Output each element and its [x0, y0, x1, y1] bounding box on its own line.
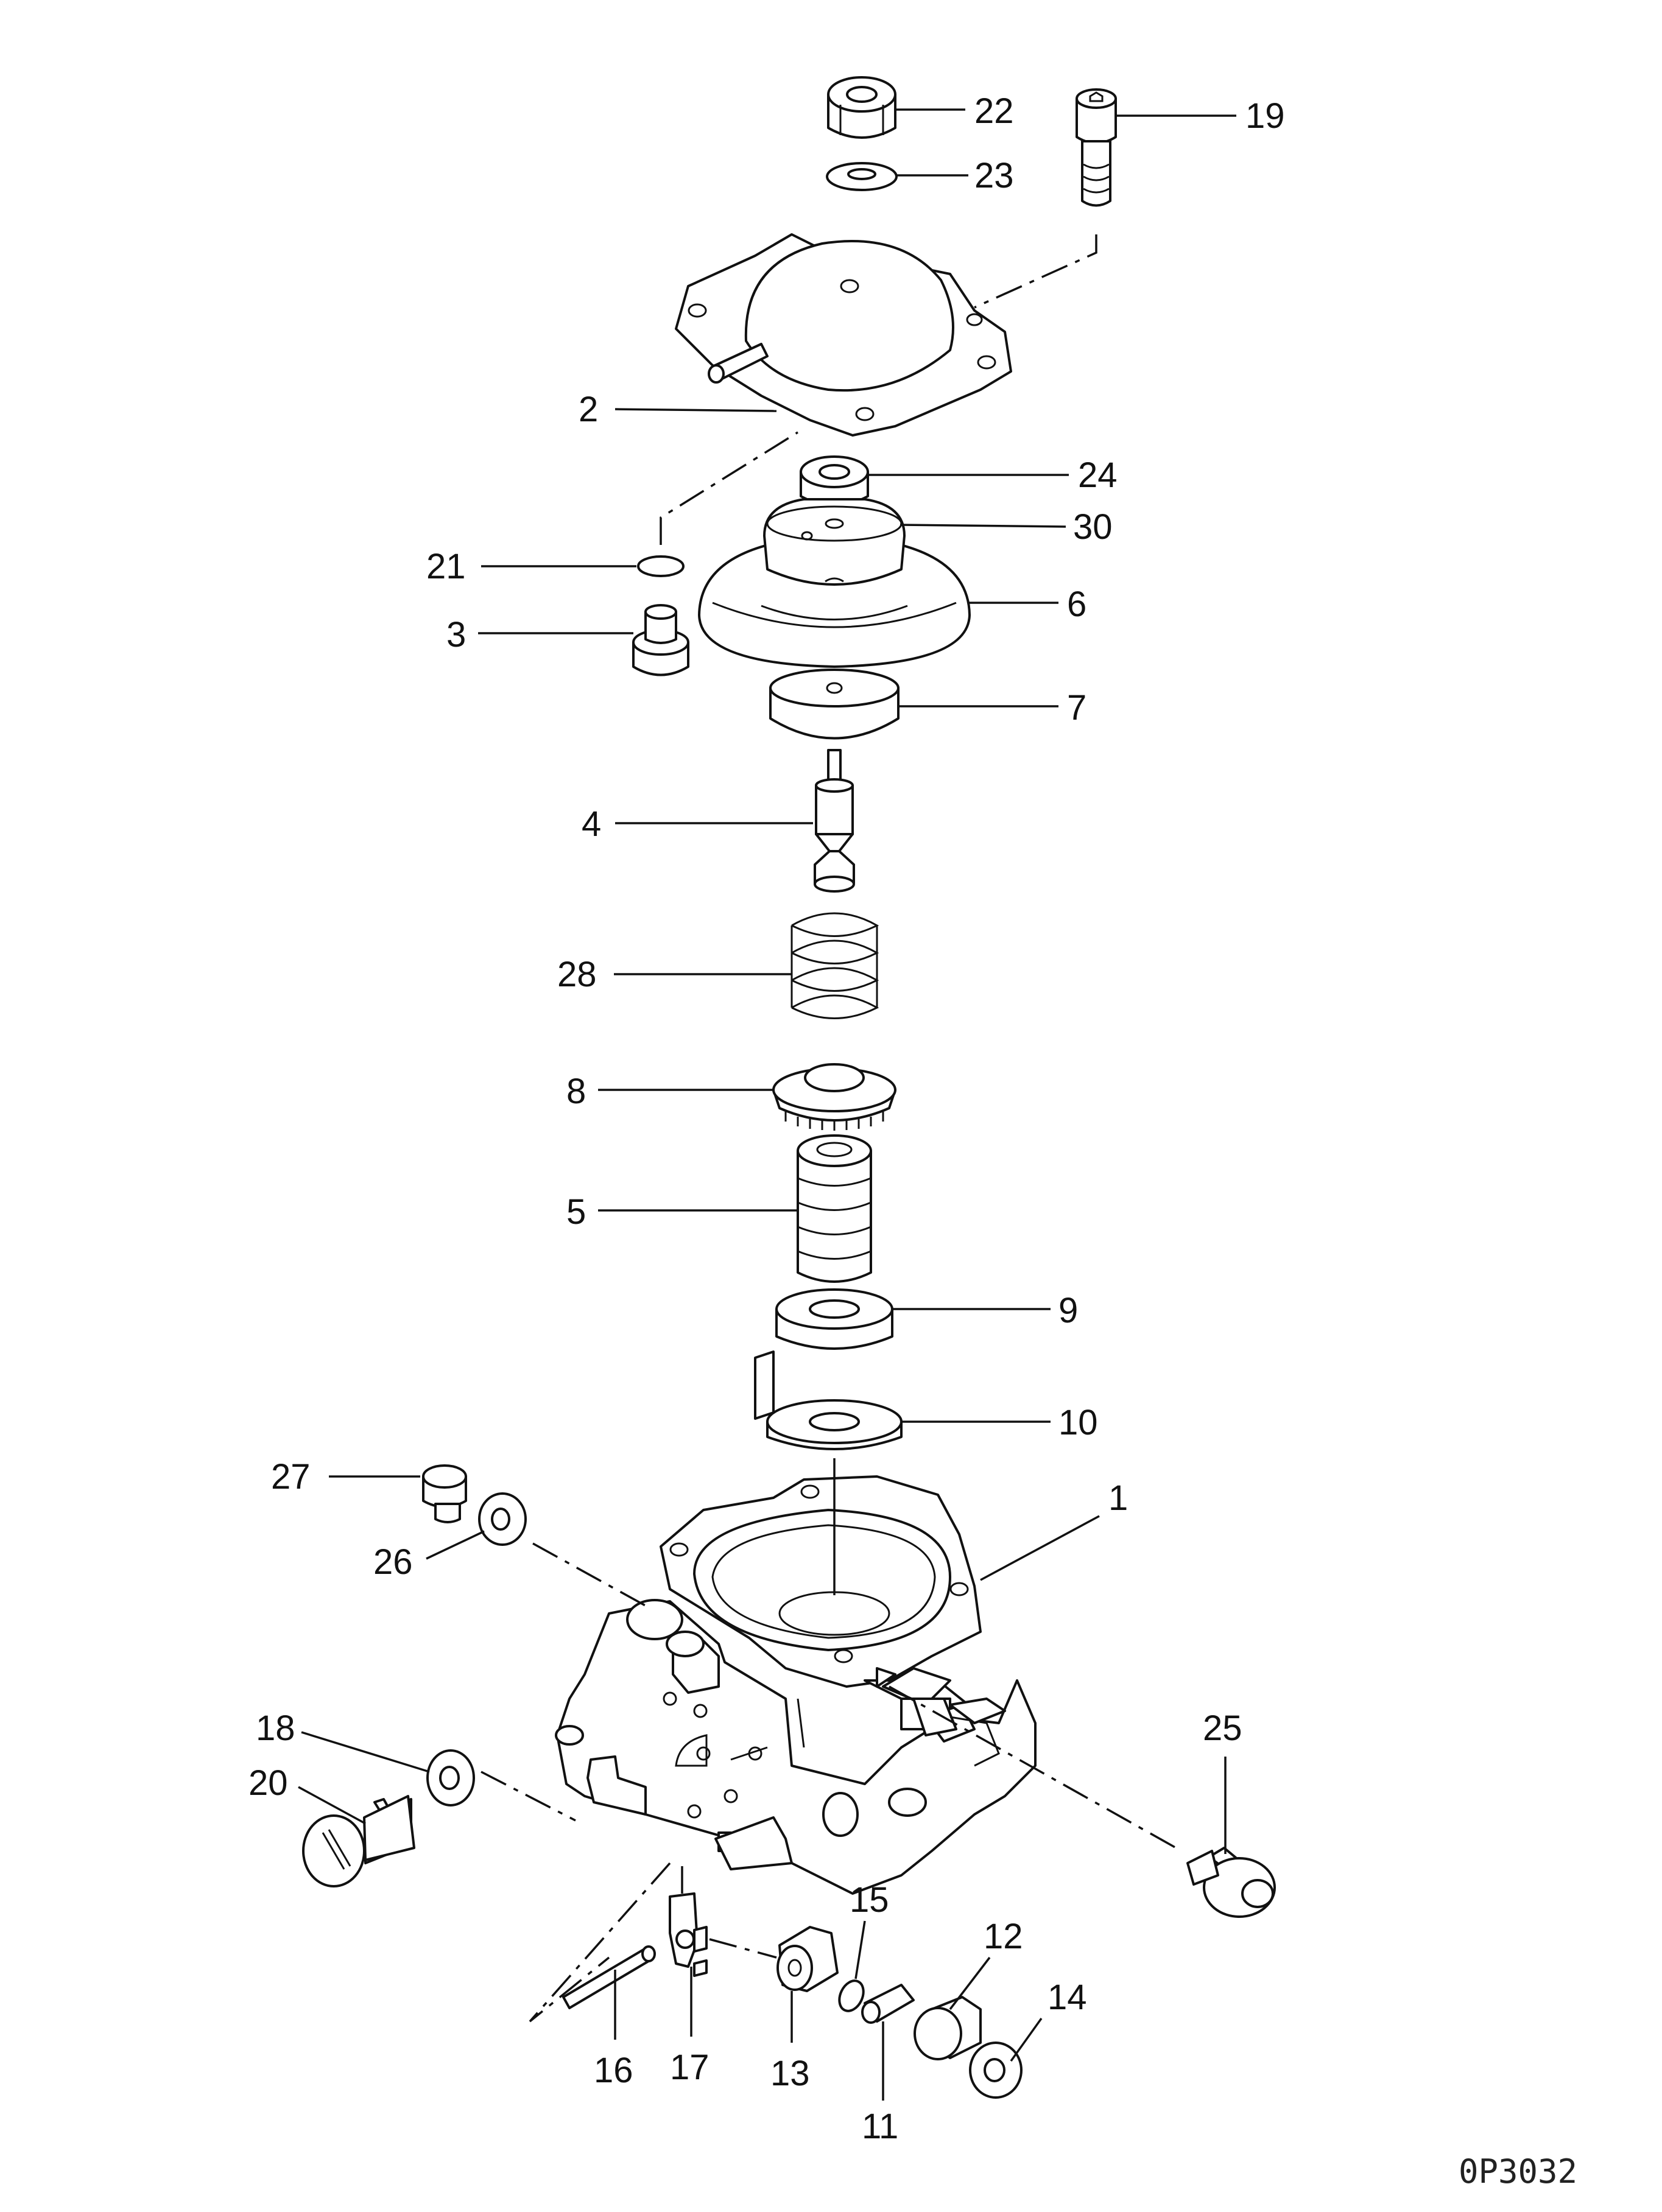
part-plug-25: [1186, 1847, 1276, 1918]
part-plug-3: [632, 604, 689, 676]
callout-21: 21: [426, 547, 466, 586]
callout-11: 11: [862, 2107, 898, 2146]
callout-22: 22: [974, 91, 1014, 131]
part-piston-7: [769, 669, 900, 740]
part-spool-5: [797, 1134, 872, 1283]
callout-27: 27: [271, 1457, 311, 1497]
callout-20: 20: [248, 1763, 288, 1803]
callout-10: 10: [1058, 1403, 1098, 1442]
callout-23: 23: [974, 156, 1014, 195]
part-valve-4: [814, 749, 855, 893]
callout-2: 2: [579, 390, 598, 429]
part-plug-27: [422, 1464, 467, 1523]
callout-7: 7: [1067, 688, 1086, 728]
drawing-reference-code: 0P3032: [1459, 2152, 1577, 2191]
callout-4: 4: [582, 804, 601, 844]
part-cap-12: [914, 1996, 982, 2060]
callout-26: 26: [373, 1542, 413, 1582]
callout-9: 9: [1058, 1291, 1078, 1330]
part-washer-14: [969, 2042, 1023, 2099]
part-o-ring-15: [838, 1979, 865, 2012]
callout-8: 8: [566, 1072, 586, 1111]
callout-6: 6: [1067, 585, 1086, 624]
part-pin-16: [562, 1945, 656, 2009]
part-body-1: [555, 1475, 1037, 1895]
callout-13: 13: [770, 2054, 810, 2093]
part-screw-20: [302, 1795, 415, 1887]
callout-30: 30: [1073, 507, 1113, 547]
part-washer-18: [426, 1749, 475, 1806]
part-o-ring-21: [637, 555, 685, 577]
callout-15: 15: [850, 1880, 889, 1920]
callout-14: 14: [1048, 1978, 1087, 2017]
part-stopper-10: [754, 1350, 903, 1450]
callout-leader-lines: [298, 108, 1236, 2101]
part-washer-26: [478, 1492, 527, 1546]
part-bracket-17: [669, 1892, 708, 1977]
part-collar-9: [775, 1288, 893, 1350]
callout-18: 18: [256, 1708, 295, 1748]
callout-5: 5: [566, 1192, 586, 1232]
callout-16: 16: [594, 2051, 633, 2090]
callout-28: 28: [557, 955, 597, 994]
callout-24: 24: [1078, 455, 1118, 495]
part-spring-28: [791, 912, 879, 1019]
callout-25: 25: [1203, 1708, 1242, 1748]
part-pin-11: [861, 1984, 915, 2024]
callout-labels: 22 23 19 2 24 30 21 6 3 7 4 28 8 5 9 10 …: [248, 91, 1285, 2146]
callout-1: 1: [1108, 1478, 1128, 1518]
callout-3: 3: [446, 615, 466, 655]
assembly-center-lines: [481, 234, 1182, 2023]
part-washer-23: [826, 162, 898, 191]
part-nut-24: [800, 455, 869, 507]
callout-19: 19: [1245, 96, 1285, 136]
part-nut-22: [827, 76, 896, 139]
callout-17: 17: [670, 2048, 710, 2087]
part-nut-13: [776, 1926, 839, 1992]
callout-12: 12: [984, 1917, 1023, 1956]
part-ring-8: [772, 1063, 896, 1131]
part-cover-2: [675, 233, 1012, 437]
part-bolt-19: [1076, 88, 1117, 207]
part-retainer-30: [763, 498, 906, 586]
